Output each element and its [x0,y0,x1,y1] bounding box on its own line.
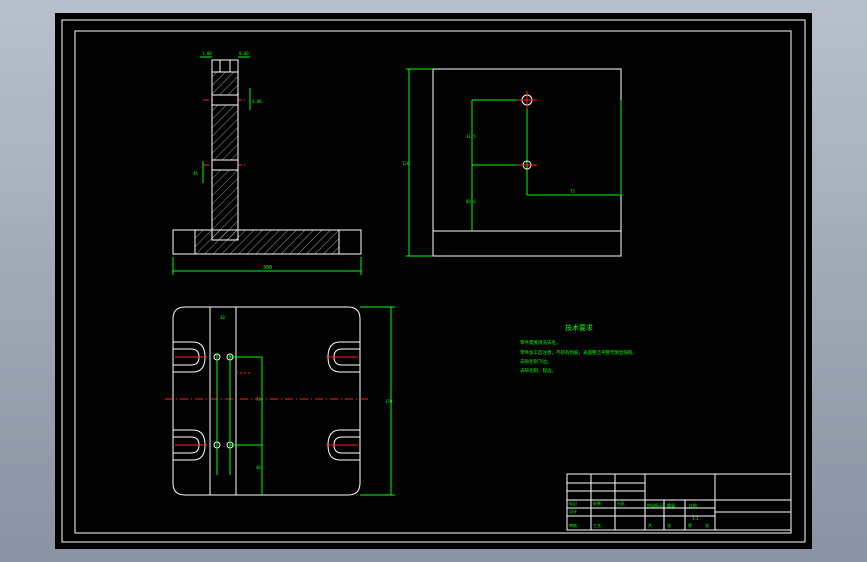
dim-right-height: 120 [402,161,410,166]
tb-row2-4: 重量 [667,502,675,508]
dim-plan-height: 170 [385,399,393,404]
tb-row2-3: 阶段标记 [647,502,663,508]
tb-row3-2: 工艺 [593,523,601,528]
tb-label-2: 处数 [593,500,601,506]
dim-side-a: 4.00 [252,99,262,104]
title-block: 标记 处数 分区 设计 阶段标记 重量 比例 1:1 审核 工艺 共 张 第 张 [566,473,792,531]
inner-sheet-frame [74,30,792,534]
side-view: 120 31.5 68.6 75 [402,68,622,257]
outer-sheet-frame [61,19,806,543]
dim-base-width: 300 [263,265,272,271]
tb-label-3: 分区 [617,500,625,506]
dim-plan-small: 30 [220,315,225,320]
tb-row2-1: 设计 [569,508,577,514]
tb-sheet-1: 共 [648,522,652,528]
dim-plan-mid: 73 [256,397,261,402]
plan-view: 170 73 40 30 [165,306,395,496]
dim-right-h2: 68.6 [466,199,476,204]
tb-row3-1: 审核 [569,522,577,528]
technical-requirements: 技术要求 零件需要清洗去毛。 零件加工后注意，不得有划痕，表面整洁平整无明显缺陷… [520,323,637,374]
dim-top-left-1: 1.00 [202,51,212,56]
tb-sheet-4: 张 [705,522,709,528]
cad-drawing-viewport[interactable]: 300 1.00 0.00 4.00 44 120 31.5 68.6 75 [55,13,812,549]
cad-drawing-canvas: 300 1.00 0.00 4.00 44 120 31.5 68.6 75 [61,19,806,543]
tech-req-line-2: 零件加工后注意，不得有划痕，表面整洁平整无明显缺陷。 [520,349,637,356]
tb-sheet-2: 张 [667,522,671,528]
tb-label-1: 标记 [569,500,577,506]
tech-req-line-1: 零件需要清洗去毛。 [520,339,561,346]
dim-right-h1: 31.5 [466,134,476,139]
front-section-view: 300 1.00 0.00 4.00 44 [172,51,362,275]
dim-plan-low: 40 [256,465,261,470]
tb-row2-5: 比例 [689,502,697,508]
tb-sheet-3: 第 [688,522,692,528]
tb-scale: 1:1 [692,516,699,521]
tech-req-line-3: 去除毛刺飞边。 [520,358,552,365]
dim-side-b: 44 [193,171,198,176]
dim-top-left-2: 0.00 [239,51,249,56]
tech-req-line-4: 去除毛刺，锐边。 [520,367,556,374]
dim-right-w: 75 [570,189,575,194]
tech-req-title: 技术要求 [565,323,593,332]
